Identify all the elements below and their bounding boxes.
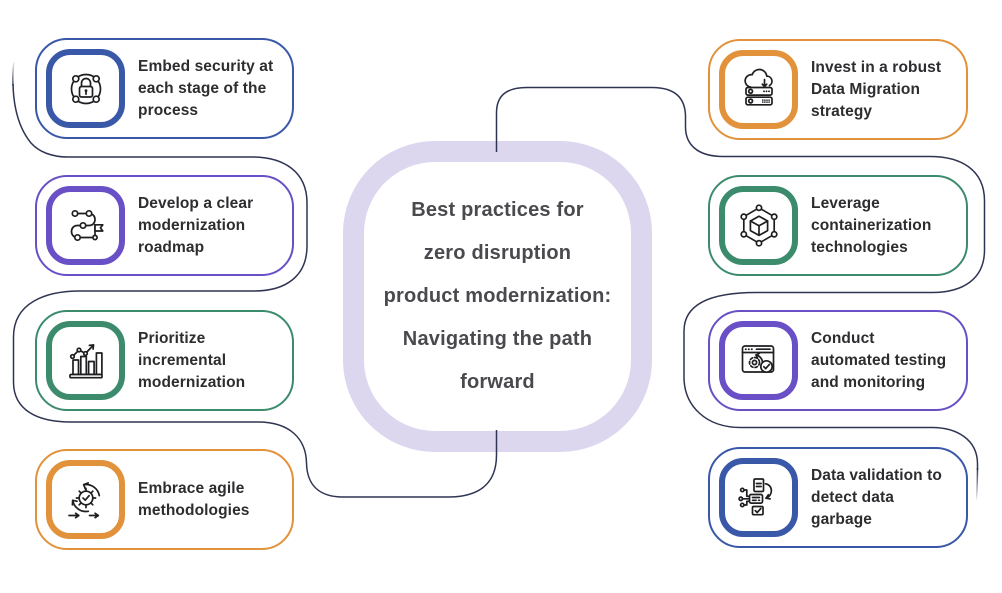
card-label: Leverage containerization technologies [811, 194, 932, 256]
snake-tail-start [12, 61, 15, 87]
bar-chart-growth-icon [46, 321, 125, 400]
lock-network-icon [46, 49, 125, 128]
title-line: forward [460, 371, 535, 393]
card-label: Embrace agile methodologies [138, 479, 250, 519]
cloud-server-migration-icon [719, 50, 798, 129]
title-line: product modernization: [383, 285, 612, 307]
card-incremental-modernization: Prioritize incremental modernization [35, 310, 294, 411]
card-automated-testing: Conduct automated testing and monitoring [708, 310, 968, 411]
card-modernization-roadmap: Develop a clear modernization roadmap [35, 175, 294, 276]
card-label: Invest in a robust Data Migration strate… [811, 58, 942, 120]
card-label: Data validation to detect data garbage [811, 466, 942, 528]
card-label: Conduct automated testing and monitoring [811, 329, 947, 391]
central-title: Best practices for zero disruption produ… [384, 189, 612, 404]
title-line: Navigating the path [402, 328, 593, 350]
data-validation-icon [719, 458, 798, 537]
automated-testing-icon [719, 321, 798, 400]
card-label: Embed security at each stage of the proc… [138, 57, 274, 119]
container-cube-icon [719, 186, 798, 265]
card-containerization: Leverage containerization technologies [708, 175, 968, 276]
title-line: Best practices for [411, 199, 584, 221]
title-line: zero disruption [423, 242, 572, 264]
central-title-box: Best practices for zero disruption produ… [343, 141, 652, 452]
roadmap-flag-icon [46, 186, 125, 265]
card-label: Prioritize incremental modernization [138, 329, 246, 391]
card-label: Develop a clear modernization roadmap [138, 194, 254, 256]
card-embed-security: Embed security at each stage of the proc… [35, 38, 294, 139]
card-data-migration: Invest in a robust Data Migration strate… [708, 39, 968, 140]
card-data-validation: Data validation to detect data garbage [708, 447, 968, 548]
card-agile-methodologies: Embrace agile methodologies [35, 449, 294, 550]
agile-gear-cycle-icon [46, 460, 125, 539]
snake-tail-end [975, 467, 979, 501]
